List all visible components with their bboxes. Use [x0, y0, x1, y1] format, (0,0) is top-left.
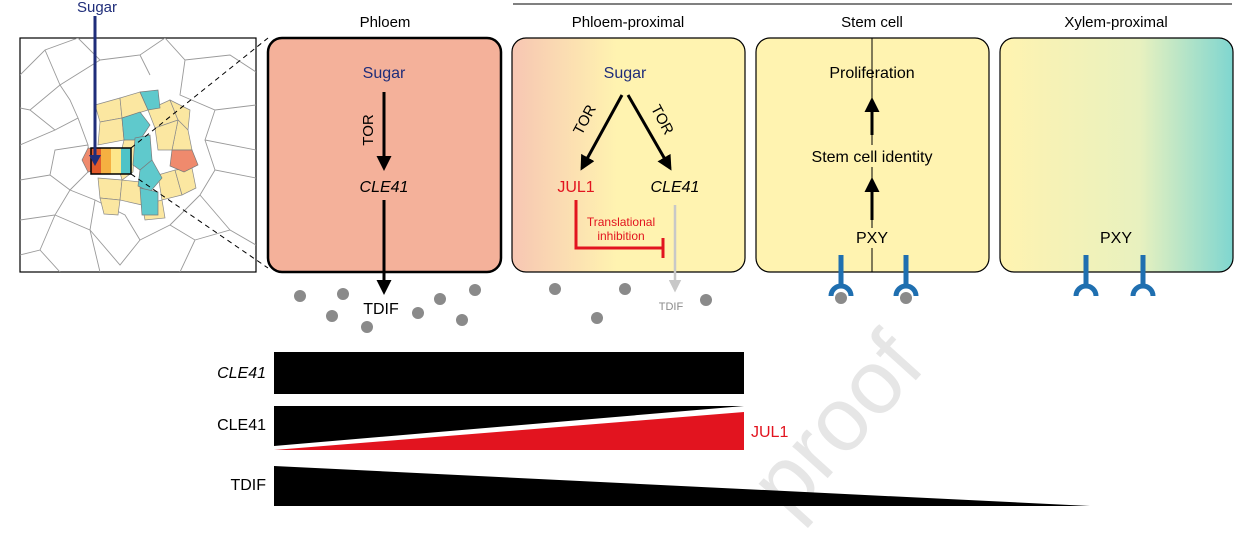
tdif-peptide-dot	[456, 314, 468, 326]
inhibition-label-line2: inhibition	[597, 229, 644, 243]
translational-inhibition-line	[574, 200, 662, 250]
sugar-inset-arrowhead	[89, 155, 101, 166]
stem-pxy-label: PXY	[856, 230, 888, 247]
phloem-tdif-label: TDIF	[363, 301, 399, 318]
tdif-peptides	[294, 283, 712, 333]
identity-label-bg	[798, 145, 946, 167]
proximal-cle41-label: CLE41	[651, 179, 700, 196]
stem-cell-box-group: Proliferation Stem cell identity PXY	[755, 37, 990, 304]
column-header-xylem-proximal: Xylem-proximal	[1064, 14, 1167, 31]
tdif-peptide-dot	[412, 307, 424, 319]
cle41-protein-wedge	[274, 406, 744, 446]
tdif-peptide-dot	[326, 310, 338, 322]
cle41-transcript-bar	[274, 352, 744, 394]
proximal-tor-arrow-right	[626, 94, 672, 171]
tdif-peptide-dot	[434, 293, 446, 305]
tdif-peptide-dot	[700, 294, 712, 306]
phloem-sugar-label: Sugar	[363, 65, 406, 82]
stem-cell-identity-label: Stem cell identity	[812, 149, 933, 166]
proliferation-label: Proliferation	[829, 65, 914, 82]
zoom-line-bottom	[130, 173, 269, 269]
jul1-wedge	[274, 412, 744, 450]
cle41-transcript-label: CLE41	[217, 365, 266, 382]
inhibition-label-line1: Translational	[587, 215, 655, 229]
xylem-pxy-label: PXY	[1100, 230, 1132, 247]
tissue-inset: Sugar	[19, 0, 269, 273]
proximal-sugar-label: Sugar	[604, 65, 647, 82]
phloem-cell-box: Sugar TOR CLE41 TDIF	[266, 36, 503, 318]
jul1-gradient-label: JUL1	[751, 424, 788, 441]
tdif-peptide-dot	[469, 284, 481, 296]
pxy-receptor-unbound	[1073, 255, 1099, 297]
zoom-line-top	[130, 37, 269, 149]
phloem-proximal-cell-box: Sugar TOR TOR JUL1 CLE41 Translational i…	[511, 37, 746, 313]
proximal-tor-arrow-left	[580, 94, 624, 171]
phloem-tor-label: TOR	[360, 114, 377, 146]
column-header-phloem-proximal: Phloem-proximal	[572, 14, 685, 31]
pxy-label-bg	[850, 228, 894, 248]
outer-cells	[20, 38, 256, 272]
tdif-peptide-dot	[294, 290, 306, 302]
proximal-tdif-label: TDIF	[659, 301, 684, 313]
xylem-proximal-cell-box: PXY	[999, 37, 1234, 297]
gradient-bars: CLE41 CLE41 JUL1 TDIF	[217, 352, 1090, 506]
tdif-peptide-dot	[619, 283, 631, 295]
pxy-receptor-bound	[828, 255, 854, 304]
xylem-proximal-box	[999, 37, 1234, 273]
column-header-stem-cell: Stem cell	[841, 14, 903, 31]
pxy-receptor-bound	[893, 255, 919, 304]
phloem-cle41-label: CLE41	[360, 179, 409, 196]
inset-sugar-label: Sugar	[77, 0, 117, 16]
tdif-peptide-dot	[591, 312, 603, 324]
tdif-peptide-dot	[361, 321, 373, 333]
tdif-gradient-label: TDIF	[230, 477, 266, 494]
tdif-peptide-dot	[337, 288, 349, 300]
xylem-cells	[121, 89, 163, 216]
proximal-jul1-label: JUL1	[557, 179, 594, 196]
tdif-peptide-dot	[549, 283, 561, 295]
zoom-box	[90, 147, 132, 175]
pxy-receptor-unbound	[1130, 255, 1156, 297]
cle41-protein-label: CLE41	[217, 417, 266, 434]
phloem-proximal-box	[511, 37, 746, 273]
tdif-wedge	[274, 466, 1090, 506]
column-header-phloem: Phloem	[360, 14, 411, 31]
procambium-cells	[94, 91, 197, 221]
